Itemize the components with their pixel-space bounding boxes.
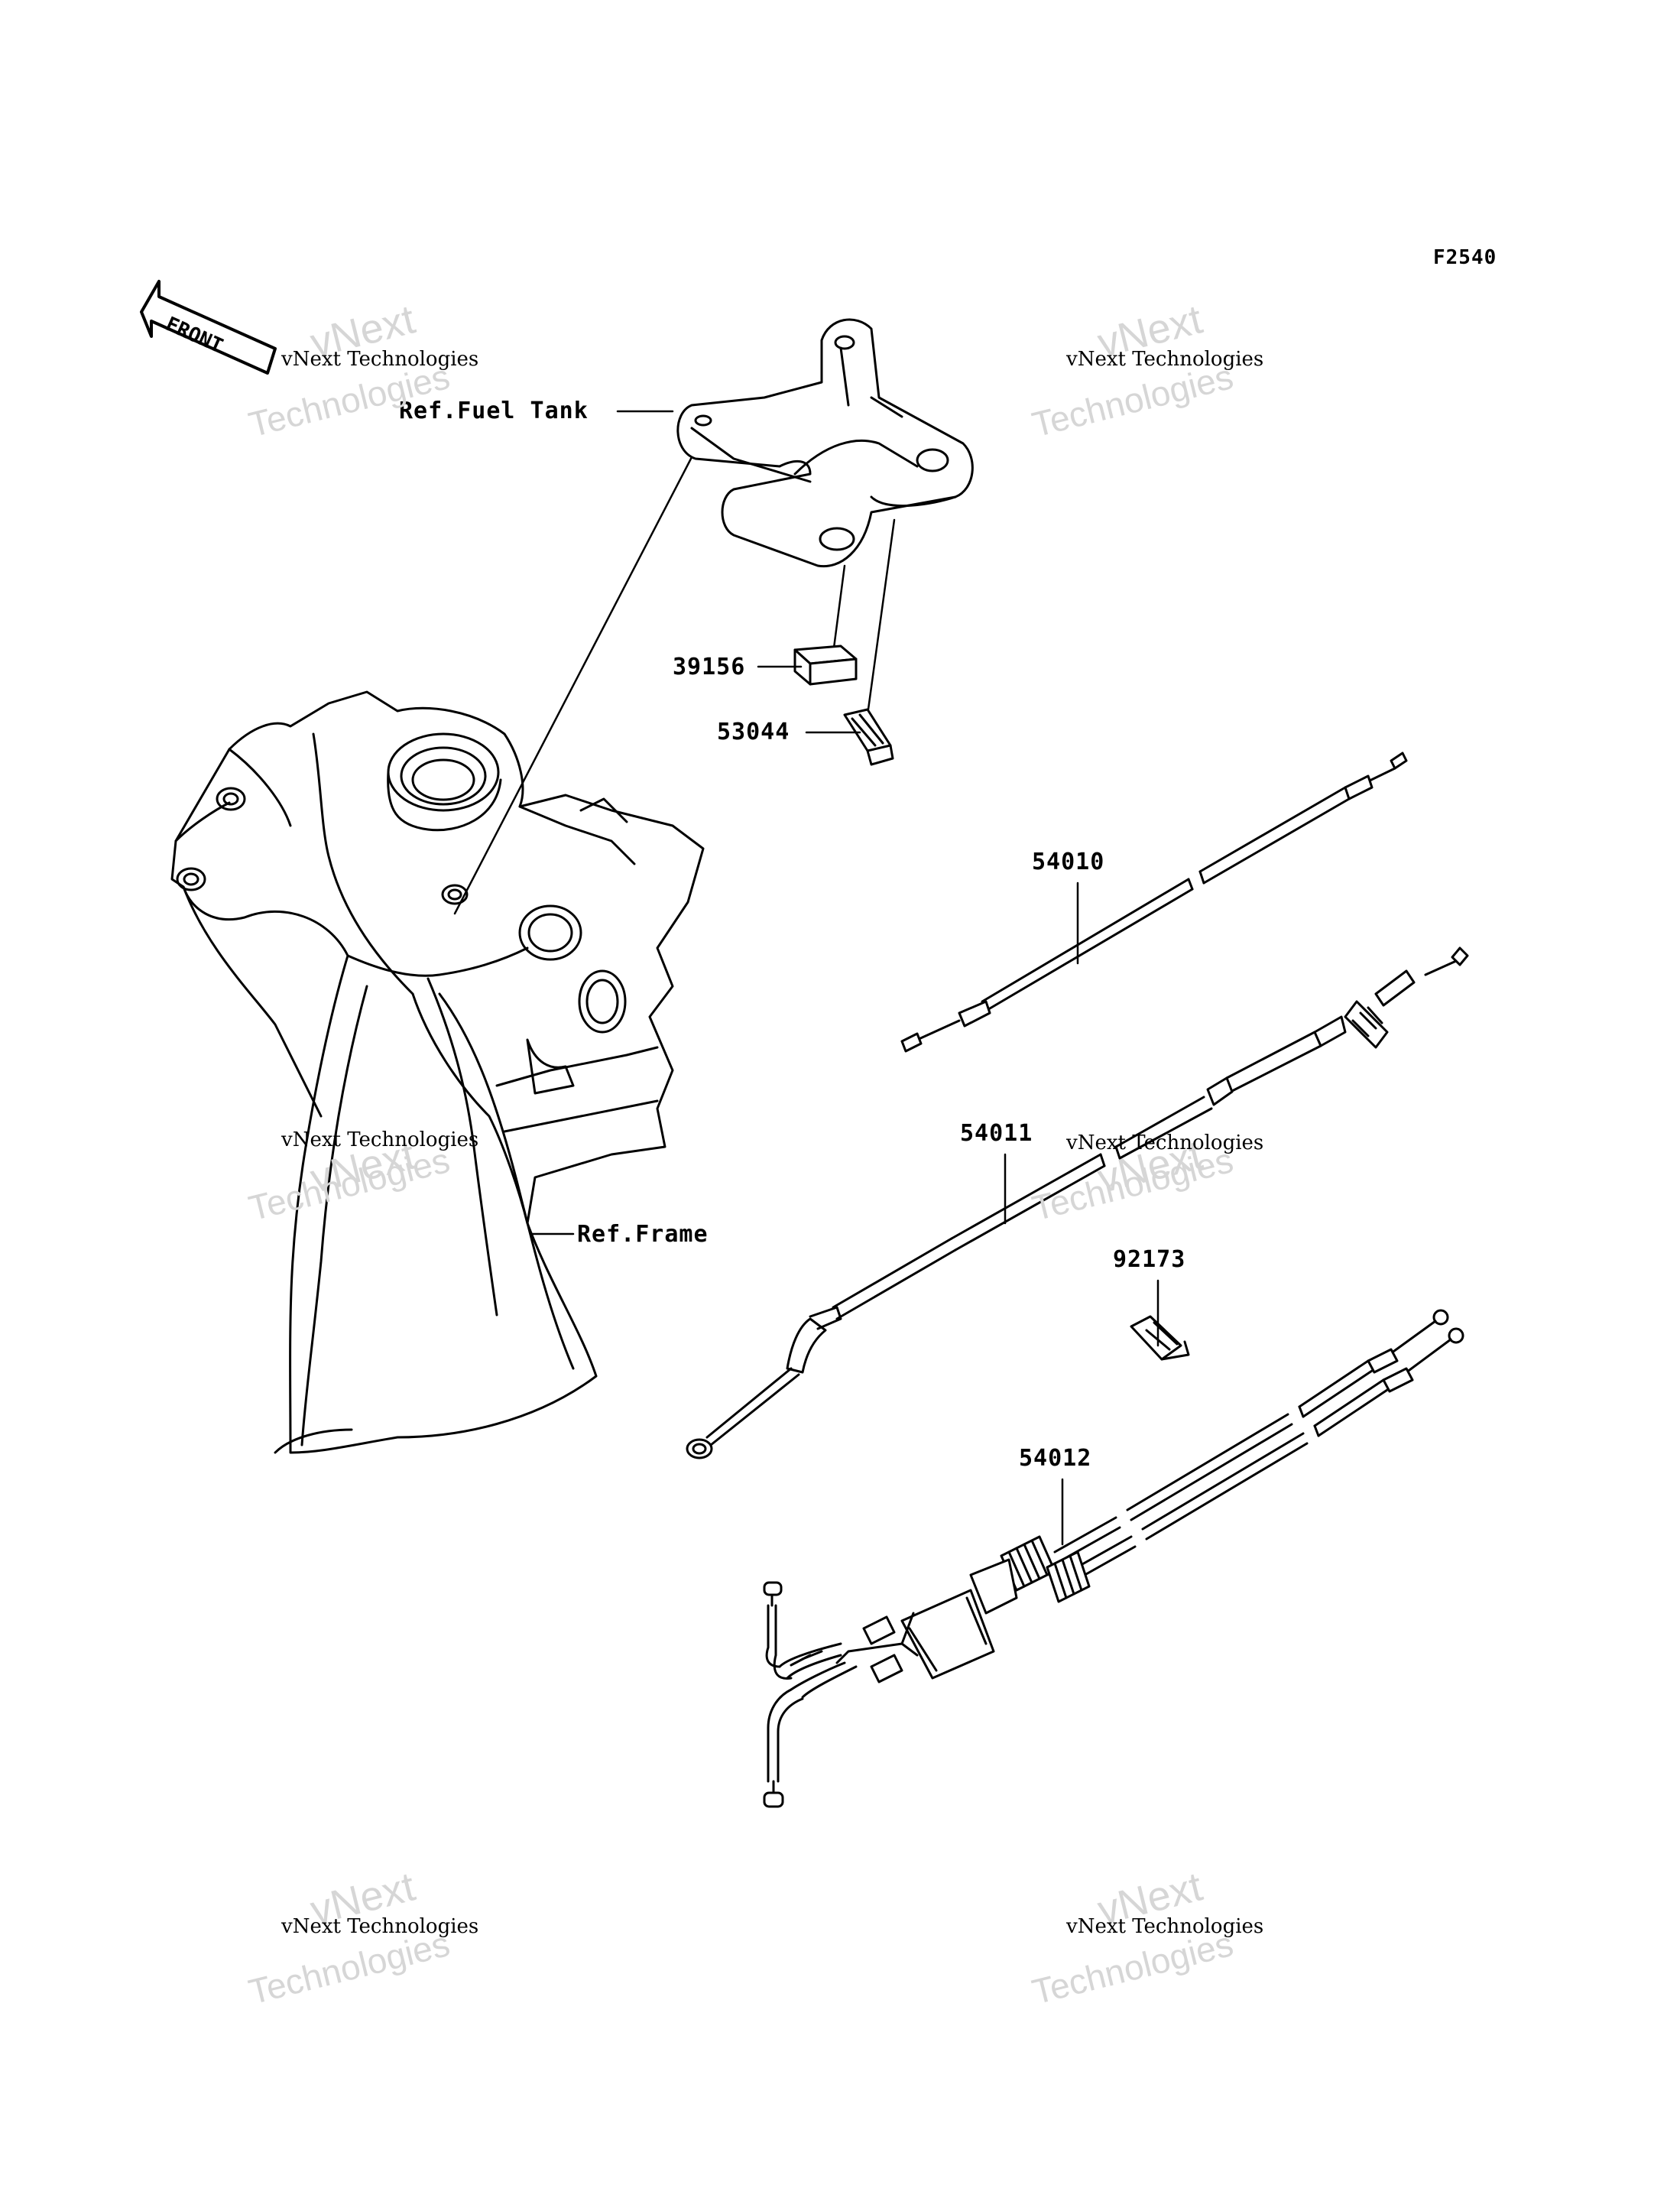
part-number-53044: 53044 [717,719,790,745]
fuel-tank-bracket [676,318,974,568]
part-number-54012: 54012 [1019,1445,1092,1472]
frame [170,690,705,1454]
cable-54012 [763,1309,1464,1808]
part-number-39156: 39156 [673,654,746,680]
ref-fuel-tank-label: Ref.Fuel Tank [399,398,589,424]
part-number-54010: 54010 [1032,849,1105,875]
clip-53044 [843,708,894,766]
pad-39156 [793,644,858,686]
cable-54010 [900,752,1408,1053]
part-number-54011: 54011 [960,1120,1033,1147]
figure-code: F2540 [1433,246,1497,269]
cable-54011 [686,946,1469,1459]
clamp-92173 [1130,1315,1190,1361]
front-arrow-icon: FRONT [140,280,277,375]
part-number-92173: 92173 [1113,1246,1186,1273]
ref-frame-label: Ref.Frame [577,1221,709,1248]
